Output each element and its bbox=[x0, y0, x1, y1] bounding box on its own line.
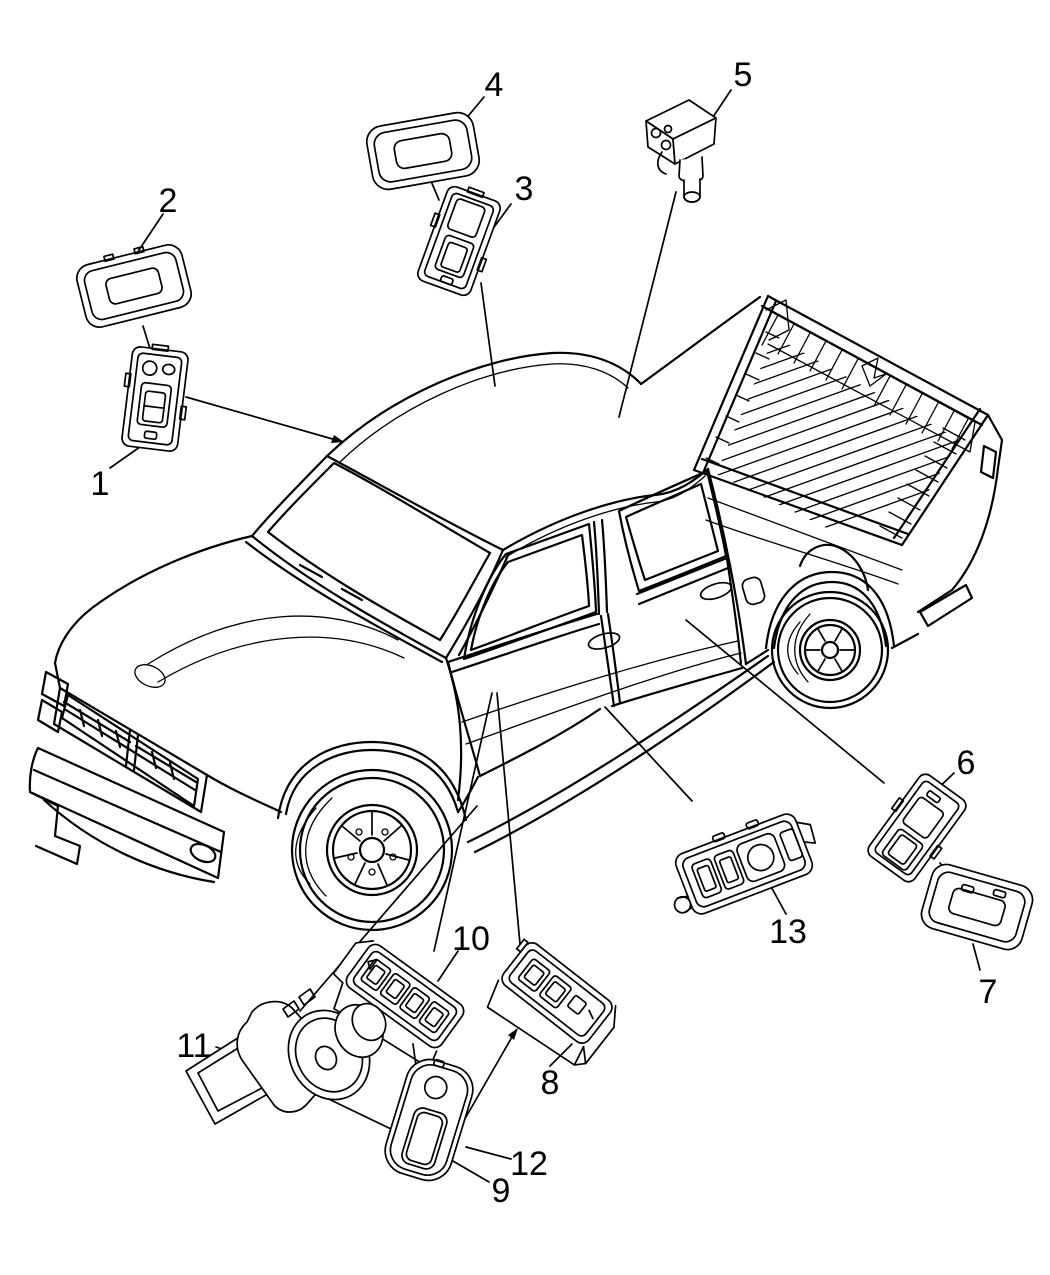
part-13-multi-switch-panel[interactable] bbox=[656, 802, 826, 922]
leader-part11-to-truck bbox=[299, 805, 478, 1012]
front-wheel-spokes bbox=[334, 811, 410, 886]
leader-part5-to-truck bbox=[618, 191, 677, 418]
callout-label-10[interactable]: 10 bbox=[452, 920, 490, 958]
leader-label12 bbox=[465, 1146, 512, 1160]
leader-arrowhead bbox=[508, 1028, 518, 1040]
leader-label8 bbox=[549, 1043, 573, 1067]
callout-label-4[interactable]: 4 bbox=[485, 66, 504, 104]
part-3-power-window-switch[interactable] bbox=[412, 179, 508, 299]
front-wheel bbox=[276, 740, 480, 932]
callout-label-1[interactable]: 1 bbox=[91, 465, 110, 503]
leader-truck-to-part8 bbox=[496, 692, 521, 945]
tailgate-slats bbox=[879, 427, 966, 539]
part-8-window-switch-bank[interactable] bbox=[477, 936, 625, 1076]
callout-label-5[interactable]: 5 bbox=[734, 56, 753, 94]
bed-floor-ribs bbox=[716, 336, 960, 558]
leader-arrowhead bbox=[331, 435, 344, 443]
callout-label-11[interactable]: 11 bbox=[176, 1027, 211, 1065]
part-2-switch-bezel[interactable] bbox=[73, 238, 194, 330]
part-4-switch-bezel[interactable] bbox=[364, 110, 481, 192]
part-5-switch-with-connector[interactable] bbox=[645, 99, 717, 203]
callout-label-2[interactable]: 2 bbox=[159, 182, 178, 220]
part-10-master-window-switch[interactable] bbox=[317, 933, 470, 1074]
part-11-round-switch-with-plunger[interactable] bbox=[185, 988, 392, 1125]
callout-label-3[interactable]: 3 bbox=[515, 170, 534, 208]
truck-illustration bbox=[28, 294, 1004, 932]
callout-label-9[interactable]: 9 bbox=[492, 1172, 511, 1210]
part-6-power-window-switch[interactable] bbox=[862, 769, 973, 888]
leader-part1-to-truck bbox=[185, 396, 337, 441]
leader-part13-to-truck bbox=[604, 706, 693, 802]
part-1-power-window-switch[interactable] bbox=[117, 342, 193, 453]
leader-label10 bbox=[437, 950, 459, 982]
callout-label-12[interactable]: 12 bbox=[510, 1145, 548, 1183]
leader-label7 bbox=[972, 943, 981, 971]
callout-label-13[interactable]: 13 bbox=[769, 913, 807, 951]
truck-front-end bbox=[28, 661, 283, 884]
callout-labels: 1 2 3 4 5 6 7 8 9 10 11 12 13 bbox=[91, 56, 998, 1210]
rear-wheel bbox=[770, 590, 890, 710]
leader-part6-to-truck bbox=[685, 619, 885, 784]
leader-part10-to-bezel9 bbox=[412, 1043, 417, 1067]
callout-label-7[interactable]: 7 bbox=[979, 973, 998, 1011]
leader-label9 bbox=[445, 1156, 490, 1183]
callout-label-6[interactable]: 6 bbox=[957, 744, 976, 782]
leader-part3-to-truck bbox=[480, 282, 496, 387]
part-7-switch-bezel[interactable] bbox=[918, 861, 1036, 953]
truck-cab bbox=[53, 295, 776, 854]
leader-bezel12-to-part8 bbox=[465, 1029, 517, 1118]
part-9-12-switch-bezel-plate[interactable] bbox=[379, 1053, 479, 1187]
bed-bulkhead-slats bbox=[705, 299, 790, 465]
rear-wheel-spokes bbox=[805, 628, 855, 672]
callout-label-8[interactable]: 8 bbox=[541, 1064, 560, 1102]
